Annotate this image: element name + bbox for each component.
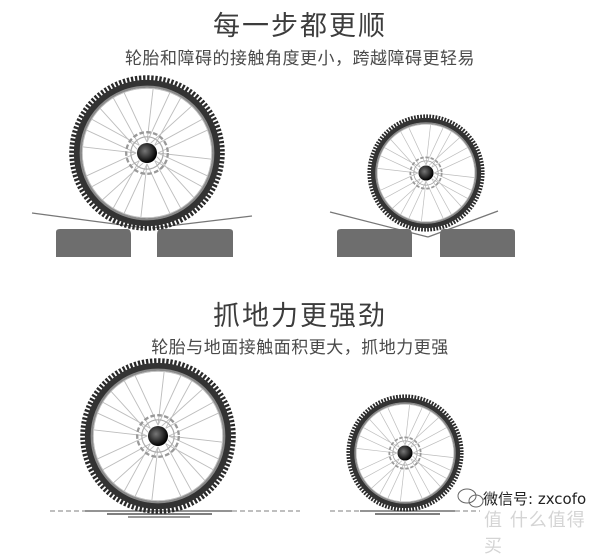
large-wheel-icon	[73, 79, 221, 227]
small-wheel-icon	[349, 397, 460, 508]
obstacle-block-left	[56, 229, 131, 257]
wechat-icon	[457, 488, 484, 508]
obstacle-block-right	[440, 229, 515, 257]
large-wheel-obstacle	[31, 79, 253, 257]
obstacle-block-left	[337, 229, 412, 257]
small-wheel-obstacle	[329, 117, 515, 257]
section2-subtitle: 轮胎与地面接触面积更大，抓地力更强	[151, 338, 449, 358]
watermark-wechat: 微信号: zxcofo	[483, 490, 587, 508]
watermark-site: 值 什么值得买	[484, 510, 586, 557]
large-wheel-ground	[50, 362, 300, 518]
section2-title: 抓地力更强劲	[213, 301, 387, 332]
section1-subtitle: 轮胎和障碍的接触角度更小，跨越障碍更轻易	[125, 49, 475, 69]
obstacle-block-right	[157, 229, 233, 257]
section1-title: 每一步都更顺	[213, 11, 387, 42]
small-wheel-ground	[330, 397, 480, 515]
small-wheel-icon	[370, 117, 481, 228]
wheel-comparison-diagram	[31, 0, 515, 518]
large-wheel-icon	[84, 362, 232, 510]
